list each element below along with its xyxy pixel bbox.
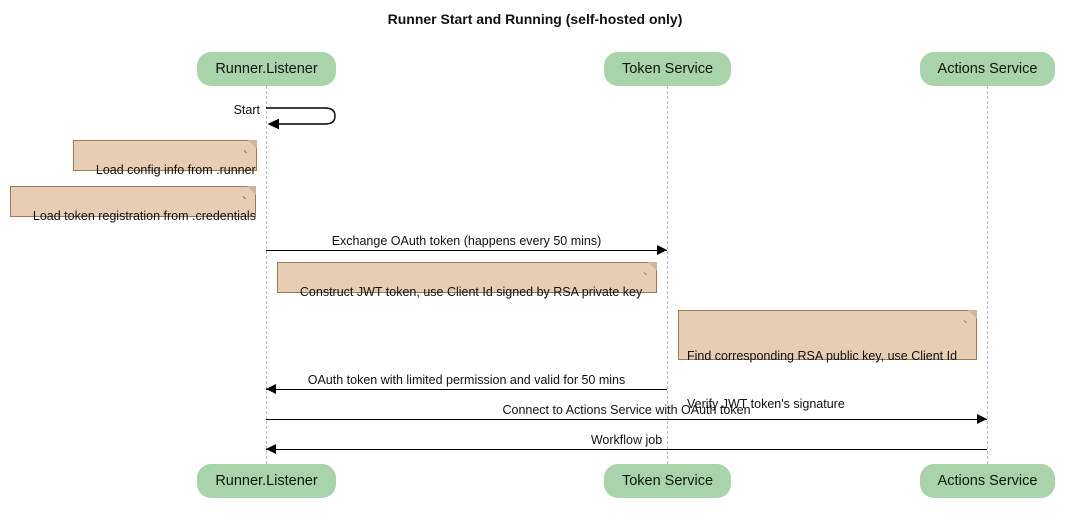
message-line-connect[interactable]	[266, 419, 987, 420]
participant-label: Token Service	[621, 473, 714, 489]
participant-actions-bottom[interactable]: Actions Service	[920, 464, 1055, 498]
message-label-connect: Connect to Actions Service with OAuth to…	[502, 403, 751, 417]
participant-token-bottom[interactable]: Token Service	[604, 464, 731, 498]
note-text: Load token registration from .credential…	[32, 209, 256, 223]
note-text-line-2: Verify JWT token's signature	[687, 397, 845, 411]
message-label-exchange: Exchange OAuth token (happens every 50 m…	[331, 234, 602, 248]
note-text: Load config info from .runner	[95, 163, 256, 177]
participant-actions-top[interactable]: Actions Service	[920, 52, 1055, 86]
participant-runner-bottom[interactable]: Runner.Listener	[197, 464, 336, 498]
note-text: Construct JWT token, use Client Id signe…	[299, 285, 643, 299]
message-line-exchange[interactable]	[266, 250, 667, 251]
message-arrowhead-workflow	[266, 444, 276, 454]
lifeline-actions	[987, 86, 988, 464]
message-label-start: Start	[233, 103, 260, 117]
note-load-credentials: Load token registration from .credential…	[10, 186, 256, 223]
note-verify-jwt: Find corresponding RSA public key, use C…	[678, 310, 977, 411]
participant-label: Runner.Listener	[215, 473, 318, 489]
message-label-workflow: Workflow job	[590, 433, 663, 447]
note-text-line-1: Find corresponding RSA public key, use C…	[687, 349, 958, 363]
lifeline-runner	[266, 86, 267, 464]
participant-label: Actions Service	[937, 473, 1038, 489]
participant-label: Token Service	[621, 61, 714, 77]
page-title: Runner Start and Running (self-hosted on…	[387, 11, 683, 27]
note-construct-jwt: Construct JWT token, use Client Id signe…	[277, 262, 657, 299]
participant-label: Runner.Listener	[215, 61, 318, 77]
note-fold-edge-icon	[644, 262, 657, 275]
note-fold-edge-icon	[243, 186, 256, 199]
note-load-config: Load config info from .runner	[73, 140, 257, 177]
message-arrowhead-connect	[977, 414, 987, 424]
message-arrowhead-exchange	[657, 245, 667, 255]
note-fold-edge-icon	[964, 310, 977, 323]
message-self-start[interactable]	[265, 104, 341, 130]
lifeline-token	[667, 86, 668, 464]
participant-runner-top[interactable]: Runner.Listener	[197, 52, 336, 86]
message-line-oauth-return[interactable]	[266, 389, 667, 390]
message-arrowhead-oauth-return	[266, 384, 276, 394]
message-line-workflow[interactable]	[266, 449, 987, 450]
participant-label: Actions Service	[937, 61, 1038, 77]
note-fold-edge-icon	[244, 140, 257, 153]
participant-token-top[interactable]: Token Service	[604, 52, 731, 86]
message-label-oauth-return: OAuth token with limited permission and …	[307, 373, 626, 387]
